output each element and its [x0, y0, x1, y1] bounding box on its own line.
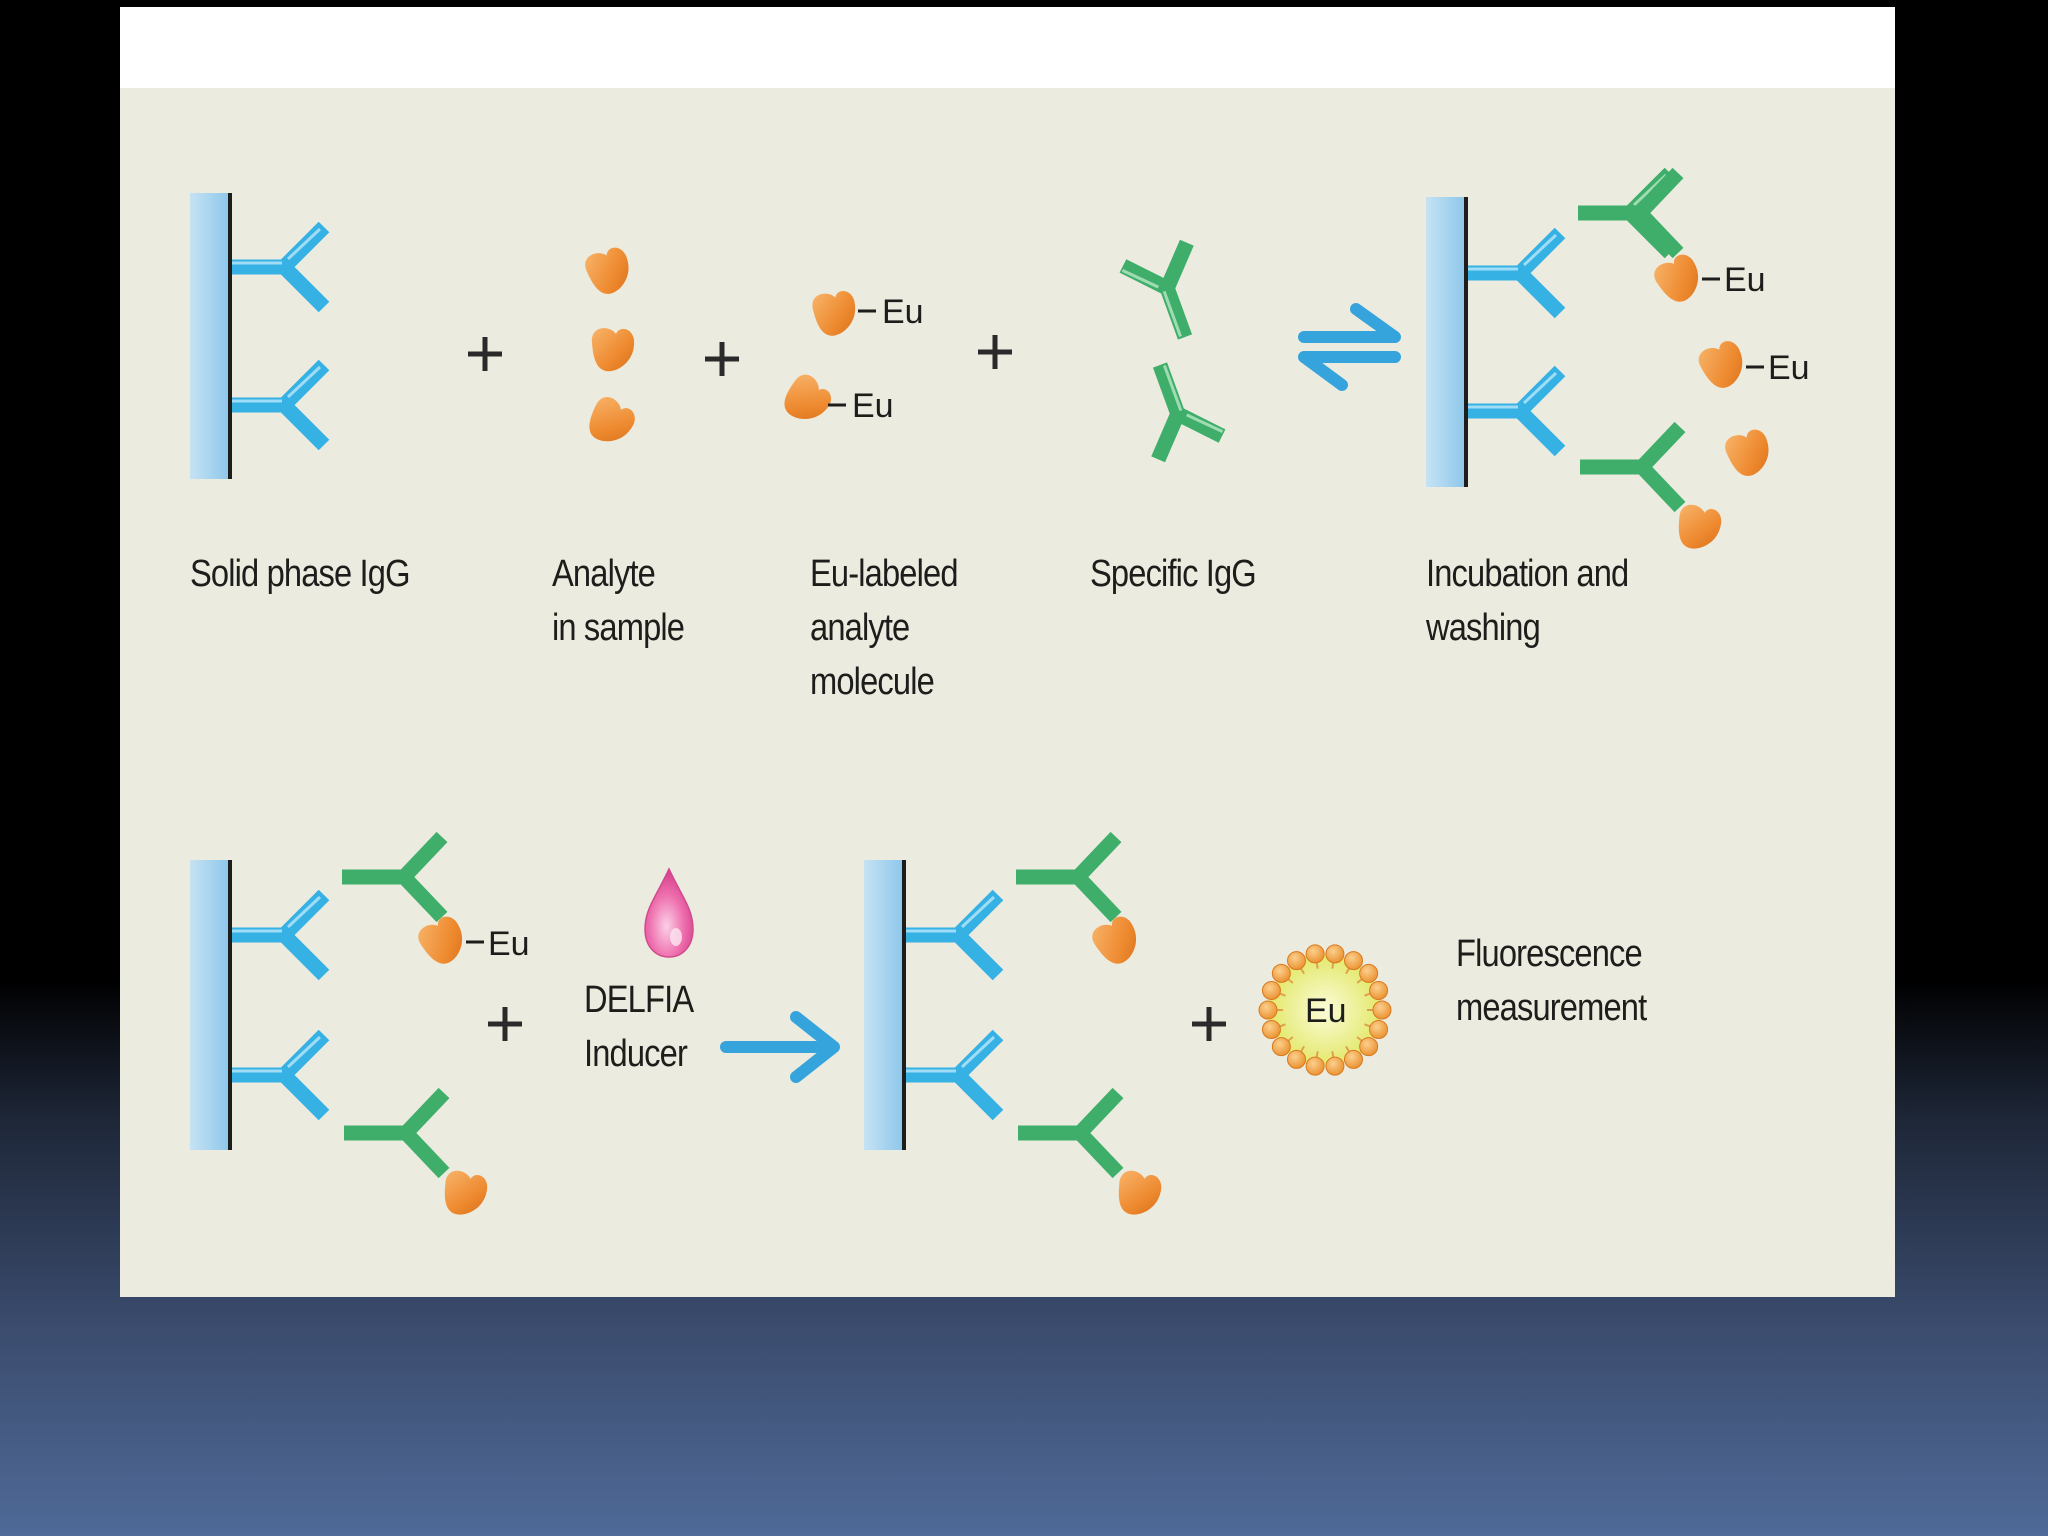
plus-sign-3	[978, 335, 1012, 369]
inducer-drop-icon	[644, 867, 694, 958]
solid-phase-igg-figure	[190, 193, 324, 479]
plus-sign-1	[468, 337, 502, 371]
label-specific-igg: Specific IgG	[1090, 553, 1257, 595]
eu-tag: Eu	[852, 387, 894, 425]
eu-tag: Eu	[1724, 261, 1766, 299]
eu-micelle-icon: Eu	[1258, 944, 1392, 1076]
analyte-figure	[581, 243, 640, 452]
eu-tag: Eu	[1768, 349, 1810, 387]
eu-tag: Eu	[882, 293, 924, 331]
slide-panel: Eu Eu	[120, 7, 1895, 1297]
eu-tag: Eu	[1305, 992, 1347, 1030]
plus-sign-4	[488, 1007, 522, 1041]
plus-sign-5	[1192, 1007, 1226, 1041]
equilibrium-arrow	[1298, 303, 1401, 391]
label-solid-phase-igg: Solid phase IgG	[190, 553, 411, 595]
incubation-result-figure: Eu Eu	[1426, 173, 1810, 553]
reaction-arrow	[720, 1011, 840, 1083]
eu-labeled-analyte-figure: Eu Eu	[776, 288, 924, 431]
specific-igg-figure	[1121, 243, 1224, 460]
plus-sign-2	[705, 342, 739, 376]
released-complex-figure	[864, 831, 1164, 1219]
eu-tag: Eu	[488, 925, 530, 963]
bound-complex-figure: Eu	[190, 831, 530, 1219]
delfia-diagram: Eu Eu	[190, 7, 1810, 1219]
slide-header-band	[120, 7, 1895, 88]
